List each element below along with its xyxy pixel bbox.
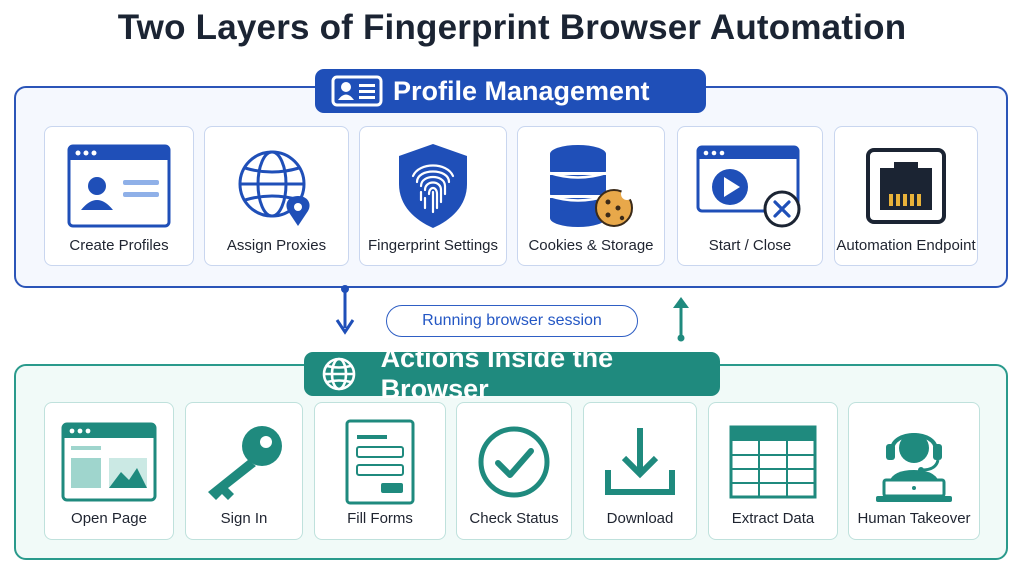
check-circle-icon [457,417,571,507]
page-title: Two Layers of Fingerprint Browser Automa… [117,8,907,47]
globe-pin-icon [205,141,348,231]
ethernet-port-icon [835,141,977,231]
create-profiles-card[interactable]: Create Profiles [44,126,194,266]
database-cookie-icon [518,141,664,231]
browser-profile-icon [45,141,193,231]
extract-data-card[interactable]: Extract Data [708,402,838,540]
cookies-storage-label: Cookies & Storage [528,237,654,254]
open-page-card[interactable]: Open Page [44,402,174,540]
open-page-label: Open Page [71,510,147,527]
globe-icon [320,357,377,391]
web-page-icon [45,417,173,507]
create-profiles-label: Create Profiles [69,237,169,254]
table-icon [709,417,837,507]
assign-proxies-label: Assign Proxies [226,237,327,254]
fingerprint-settings-card[interactable]: Fingerprint Settings [359,126,507,266]
automation-endpoint-card[interactable]: Automation Endpoint [834,126,978,266]
fill-forms-label: Fill Forms [347,510,413,527]
form-icon [315,417,445,507]
fingerprint-settings-label: Fingerprint Settings [367,237,499,254]
key-icon [186,417,302,507]
start-close-card[interactable]: Start / Close [677,126,823,266]
up-arrow-icon [673,297,689,342]
play-close-icon [678,141,822,231]
profile-management-heading: Profile Management [393,75,650,106]
check-status-card[interactable]: Check Status [456,402,572,540]
check-status-label: Check Status [469,510,559,527]
profile-management-banner: Profile Management [315,69,706,113]
fingerprint-shield-icon [360,141,506,231]
browser-actions-banner: Actions Inside the Browser [304,343,720,404]
download-label: Download [606,510,674,527]
headset-operator-icon [849,417,979,507]
down-arrow-icon [335,285,355,335]
download-icon [584,417,696,507]
profile-card-icon [331,74,389,108]
sign-in-card[interactable]: Sign In [185,402,303,540]
start-close-label: Start / Close [708,237,792,254]
download-card[interactable]: Download [583,402,697,540]
human-takeover-label: Human Takeover [857,510,971,527]
automation-endpoint-label: Automation Endpoint [836,237,976,254]
human-takeover-card[interactable]: Human Takeover [848,402,980,540]
extract-data-label: Extract Data [731,510,815,527]
sign-in-label: Sign In [220,510,268,527]
browser-actions-heading: Actions Inside the Browser [380,343,614,404]
fill-forms-card[interactable]: Fill Forms [314,402,446,540]
cookies-storage-card[interactable]: Cookies & Storage [517,126,665,266]
running-session-pill: Running browser session [386,305,638,337]
assign-proxies-card[interactable]: Assign Proxies [204,126,349,266]
